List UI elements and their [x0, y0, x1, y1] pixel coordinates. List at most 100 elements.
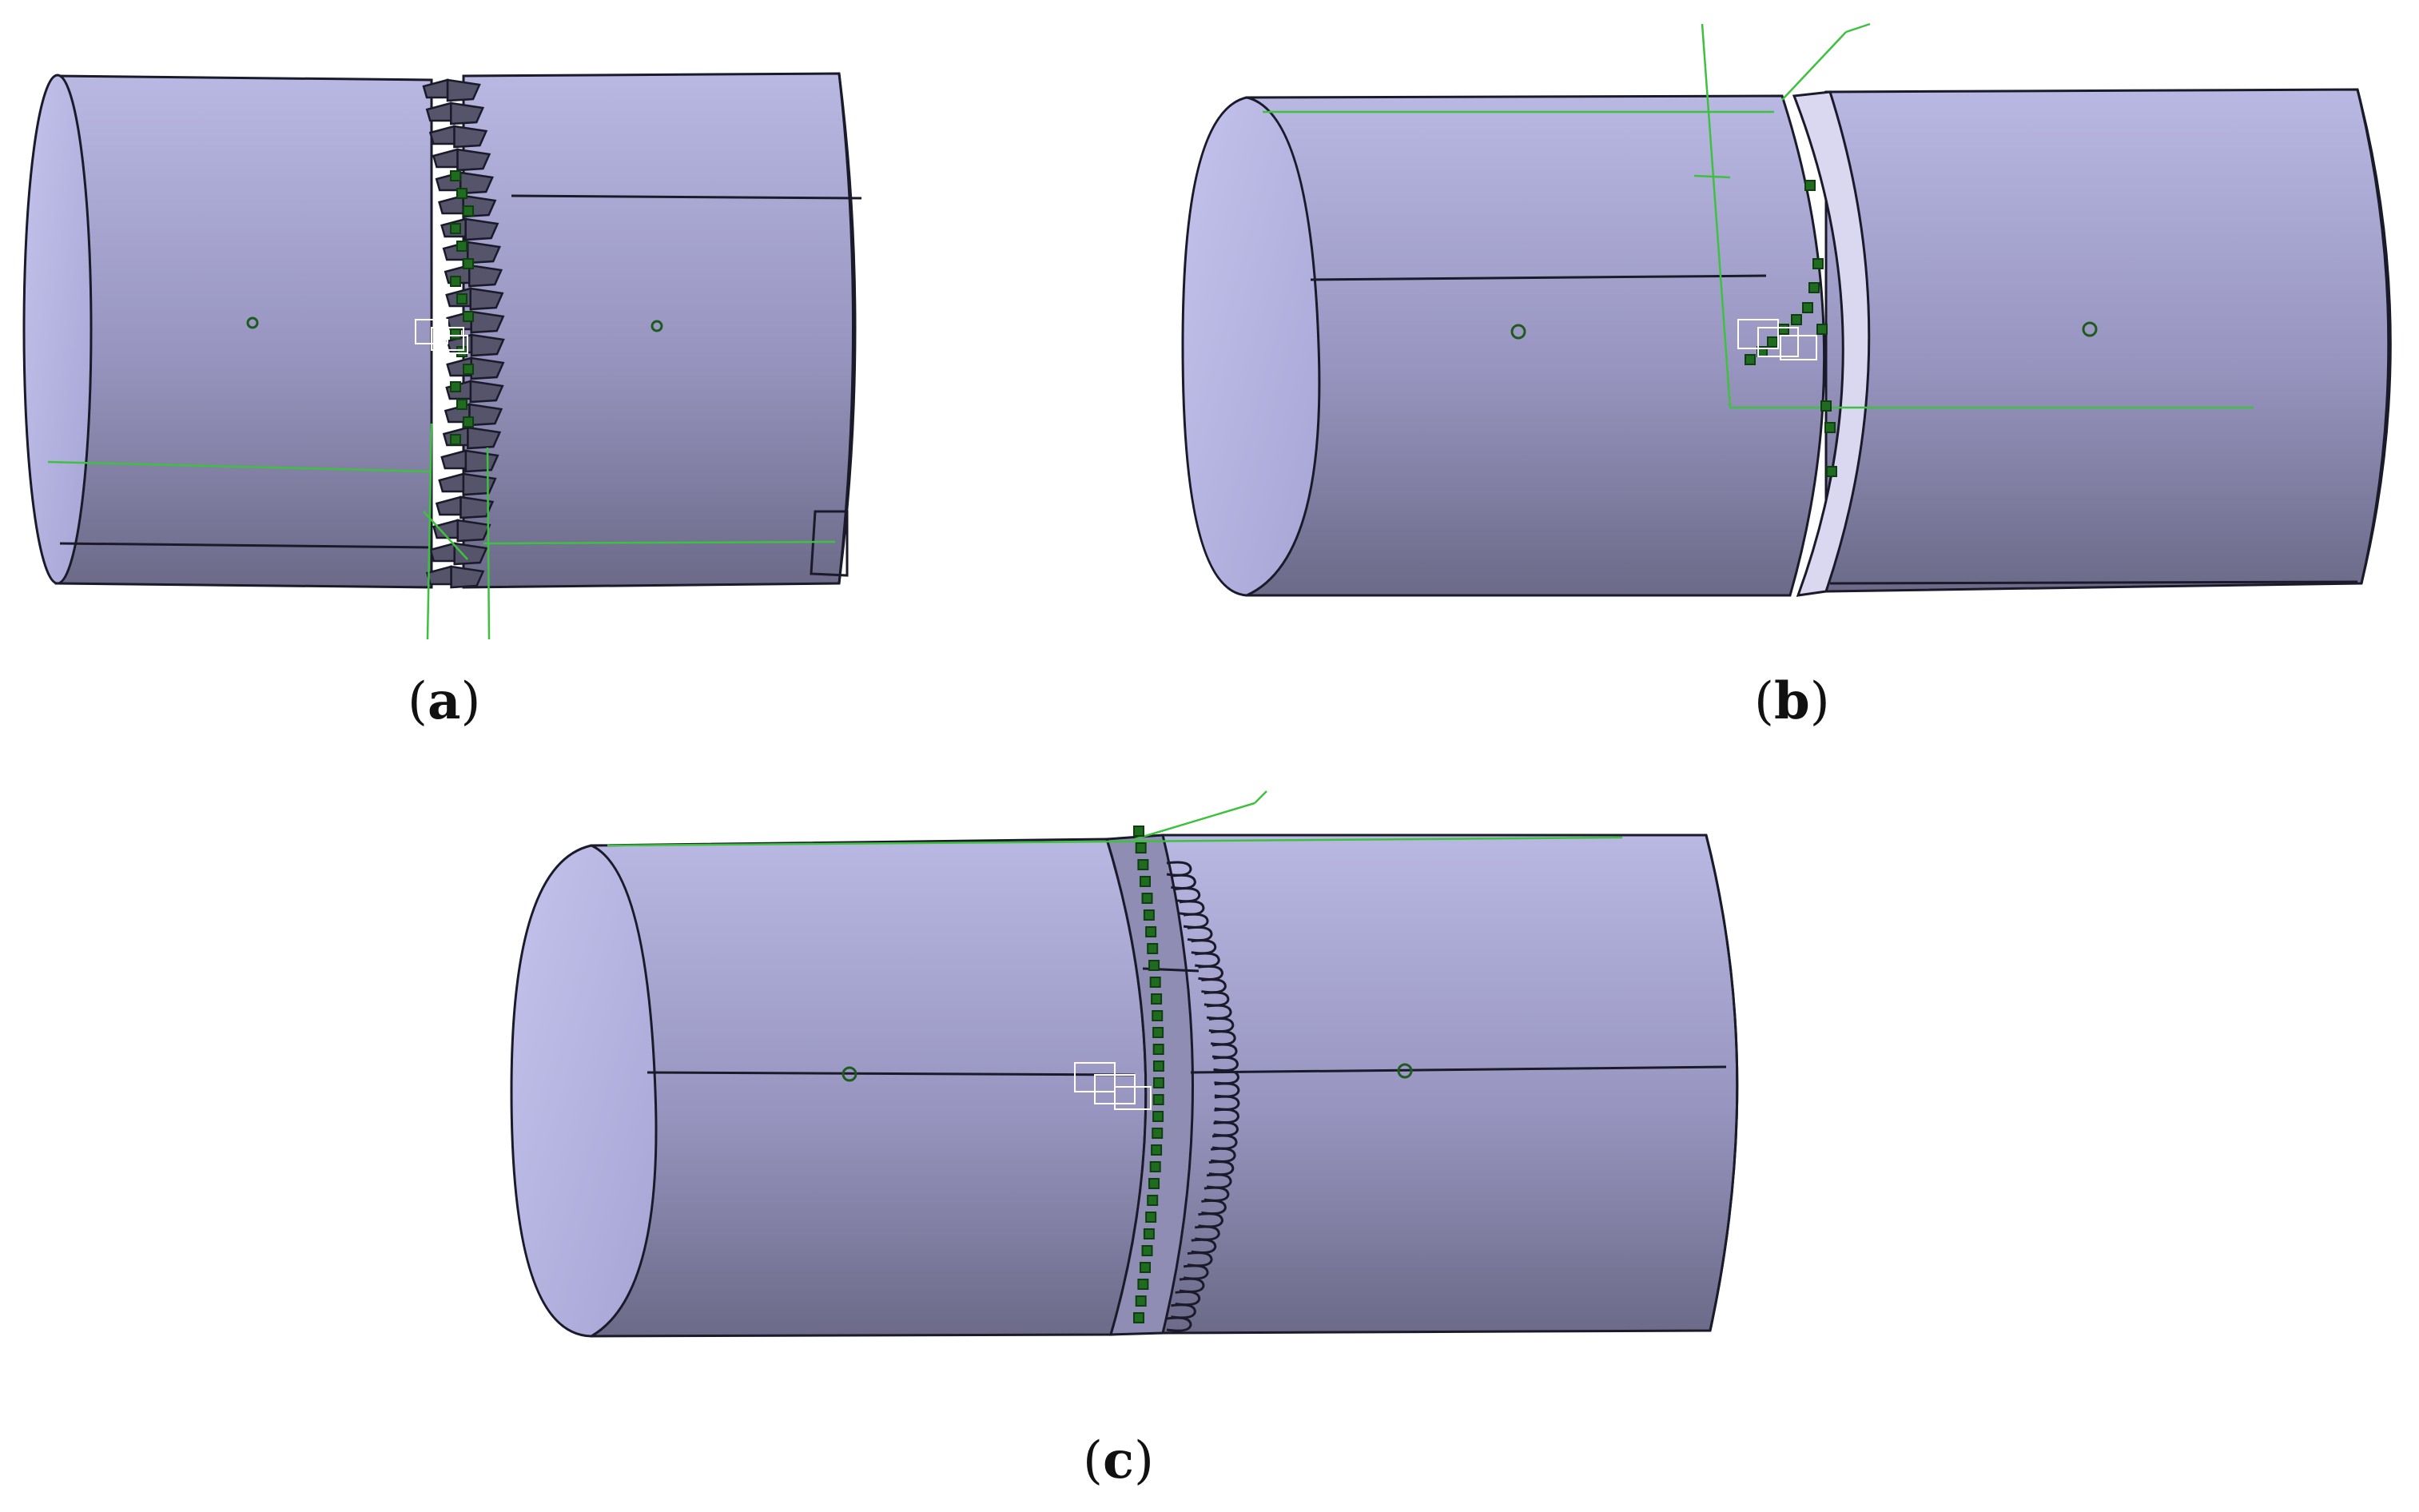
constraint-marker-icon [1812, 258, 1824, 269]
gear-tooth-icon [453, 125, 488, 149]
constraint-marker-icon [1152, 1044, 1164, 1055]
gear-tooth-icon [425, 565, 452, 586]
constraint-marker-icon [1802, 302, 1813, 313]
constraint-marker-icon [1133, 1312, 1144, 1323]
gear-tooth-icon [469, 287, 504, 311]
left-cylinder-body [54, 74, 433, 589]
right-cylinder-body [1161, 834, 1739, 1335]
gear-ring [1105, 834, 1194, 1336]
constraint-marker-icon [1152, 1060, 1164, 1072]
constraint-marker-icon [1143, 1228, 1155, 1239]
constraint-marker-icon [450, 170, 461, 181]
gear-tooth-icon [456, 519, 491, 543]
constraint-marker-icon [463, 205, 474, 217]
constraint-marker-icon [1152, 1111, 1164, 1122]
left-end-face [1181, 96, 1321, 597]
constraint-marker-icon [1147, 1195, 1159, 1206]
gear-tooth-icon [450, 101, 485, 125]
gear-tooth-icon [450, 565, 485, 589]
constraint-marker-icon [456, 399, 467, 410]
constraint-marker-icon [450, 223, 461, 234]
gear-tooth-icon [432, 148, 459, 169]
constraint-marker-icon [456, 241, 467, 252]
gear-tooth-icon [440, 449, 467, 470]
gear-tooth-icon [453, 542, 488, 566]
constraint-marker-icon [463, 311, 474, 322]
constraint-marker-icon [1791, 314, 1802, 325]
sketch-box-icon [1737, 319, 1817, 360]
caption-a: (a) [408, 671, 481, 731]
gear-tooth-icon [464, 449, 499, 473]
sketch-lines [607, 790, 1623, 847]
constraint-marker-icon [456, 293, 467, 304]
gear-tooth-icon [470, 310, 505, 334]
gear-tooth-icon [464, 217, 499, 241]
constraint-marker-icon [1152, 1027, 1164, 1038]
constraint-marker-icon [1745, 354, 1756, 365]
constraint-marker-icon [1133, 826, 1144, 837]
constraint-marker-icon [1143, 909, 1155, 921]
left-end-face [510, 844, 658, 1338]
gear-tooth-icon [462, 472, 497, 496]
constraint-marker-icon [1804, 180, 1816, 191]
silhouette-line [1190, 1065, 1727, 1074]
constraint-marker-icon [450, 328, 461, 340]
right-cylinder-body [1824, 88, 2392, 593]
notch-rect [810, 510, 849, 577]
constraint-marker-icon [1149, 977, 1161, 988]
gear-tooth-icon [468, 403, 503, 427]
constraint-marker-icon [456, 188, 467, 199]
constraint-marker-icon [1820, 400, 1832, 412]
gear-teeth-ring [1166, 861, 1240, 1332]
constraint-marker-icon [1137, 859, 1149, 870]
constraint-marker-icon [463, 258, 474, 269]
constraint-marker-icon [1145, 926, 1157, 937]
constraint-marker-icon [1826, 466, 1837, 477]
gear-tooth-icon [422, 78, 449, 99]
axis-point-icon [2082, 321, 2098, 337]
constraint-marker-icon [463, 364, 474, 375]
panel-c [510, 790, 1739, 1338]
constraint-marker-icon [1151, 993, 1163, 1005]
constraint-marker-icon [1152, 1010, 1164, 1021]
right-end-edge [1705, 834, 1739, 1331]
left-end-face [22, 74, 93, 585]
silhouette-line [647, 1071, 1136, 1076]
gear-tooth-icon [446, 78, 481, 102]
gear-tooth-icon [456, 148, 491, 172]
caption-c: (c) [1083, 1430, 1154, 1490]
constraint-marker-icon [450, 276, 461, 287]
constraint-marker-icon [1767, 336, 1778, 348]
gear-tooth-icon [429, 542, 456, 563]
constraint-marker-icon [1137, 1279, 1149, 1290]
gear-tooth-icon [470, 333, 505, 357]
sketch-lines [1263, 22, 2254, 409]
constraint-marker-icon [1824, 422, 1836, 433]
left-cylinder-body [1245, 94, 1826, 597]
constraint-marker-icon [463, 416, 474, 428]
gear-tooth-icon [435, 495, 462, 516]
gear-tooth-icon [438, 472, 465, 493]
constraint-marker-icon [1816, 324, 1828, 335]
sketch-box-icon [415, 319, 468, 354]
constraint-marker-icon [1778, 324, 1789, 335]
gear-tooth-icon [467, 426, 502, 450]
right-end-edge [2356, 89, 2390, 584]
constraint-marker-icon [1152, 1128, 1164, 1139]
left-cylinder-body [590, 838, 1148, 1338]
constraint-marker-icon [1133, 826, 1164, 1323]
constraint-marker-icon [450, 170, 474, 445]
constraint-marker-icon [1808, 282, 1820, 293]
constraint-marker-icon [1141, 1245, 1153, 1256]
sketch-box-icon [1074, 1062, 1152, 1110]
constraint-marker-icon [450, 434, 461, 445]
gear-tooth-icon [432, 519, 459, 539]
groove-ring [1792, 90, 1871, 597]
silhouette-line [511, 194, 862, 200]
caption-b: (b) [1754, 671, 1830, 731]
gear-tooth-icon [425, 101, 452, 122]
gear-tooth-icon [470, 356, 505, 380]
axis-point-icon [651, 320, 663, 332]
silhouette-line [59, 542, 432, 549]
axis-point-icon [1397, 1063, 1413, 1079]
